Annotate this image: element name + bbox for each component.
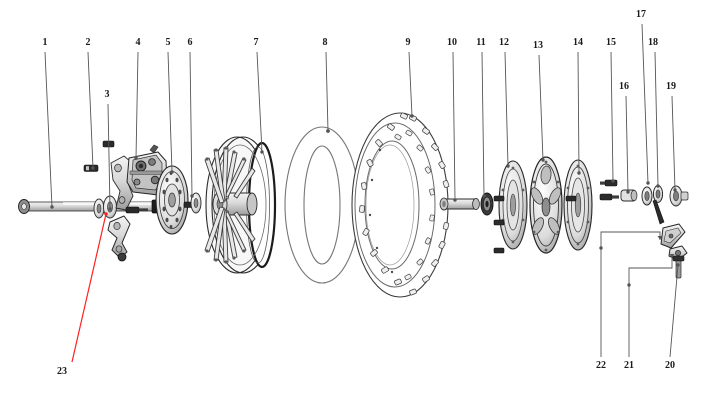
leader-line-10 [452, 51, 456, 201]
leader-dot-14 [577, 171, 581, 175]
leader-dot-16 [626, 190, 630, 194]
callout-label-16[interactable]: 16 [619, 81, 629, 92]
leader-dot-20 [676, 263, 680, 267]
callout-label-12[interactable]: 12 [499, 37, 509, 48]
part-front-wheel-rim [204, 136, 277, 274]
part-adjuster-bolt [672, 255, 685, 279]
callout-label-15[interactable]: 15 [606, 37, 616, 48]
callout-label-9[interactable]: 9 [405, 37, 411, 48]
leader-line-1 [44, 51, 53, 208]
leader-dot-3 [108, 207, 112, 211]
callout-label-20[interactable]: 20 [665, 360, 675, 371]
leader-line-7 [256, 51, 263, 153]
callout-label-5[interactable]: 5 [165, 37, 171, 48]
part-driven-sprocket [563, 159, 593, 251]
part-wheel-bearing [480, 192, 494, 216]
part-axle-washer [620, 189, 638, 202]
part-wheel-hub-spoke-plate [529, 156, 563, 254]
leader-line-16 [625, 95, 629, 193]
callout-label-8[interactable]: 8 [322, 37, 328, 48]
callout-label-13[interactable]: 13 [533, 40, 543, 51]
leader-line-18 [654, 51, 659, 187]
part-wheel-bearing-spacer [190, 192, 202, 214]
leader-dot-15 [611, 179, 615, 183]
part-disc-bolt-set [493, 195, 577, 254]
leader-line-12 [504, 51, 509, 167]
leader-dot-6 [190, 194, 194, 198]
leader-dot-19 [673, 188, 677, 192]
part-caliper-mount-washer [83, 164, 99, 172]
callout-label-22[interactable]: 22 [596, 360, 606, 371]
leader-line-20 [669, 264, 679, 358]
leader-dot-1 [50, 205, 54, 209]
leader-line-4 [135, 51, 139, 159]
callout-label-21[interactable]: 21 [624, 360, 634, 371]
callout-label-11[interactable]: 11 [476, 37, 486, 48]
leader-line-6 [189, 51, 193, 197]
leader-22-arrowhead [657, 236, 663, 240]
callout-label-4[interactable]: 4 [135, 37, 141, 48]
leader-line-17 [641, 23, 649, 184]
part-brake-disc-rotor [155, 165, 196, 235]
part-sprocket-nut [599, 193, 619, 201]
callout-label-6[interactable]: 6 [187, 37, 193, 48]
part-brake-torque-arm [107, 215, 131, 262]
part-sleeve-nut-right [669, 185, 689, 207]
leader-line-5 [167, 51, 173, 173]
leader-line-15 [610, 51, 614, 182]
part-adjuster-bracket [660, 223, 686, 249]
leader-line-8 [325, 51, 329, 132]
part-axle-nut [641, 186, 653, 206]
callout-label-3[interactable]: 3 [104, 89, 110, 100]
leader-dot-11 [482, 194, 486, 198]
leader-dot-17 [646, 181, 650, 185]
leader-line-13 [538, 54, 544, 161]
leader-dot-5 [170, 170, 174, 174]
leader-21 [628, 258, 673, 285]
leader-dot-9 [410, 114, 414, 118]
leader-lines [44, 23, 680, 363]
leader-dot-13 [541, 158, 545, 162]
part-inner-tube [284, 126, 360, 284]
leader-line-19 [671, 95, 676, 191]
leader-dot-12 [506, 164, 510, 168]
leader-line-14 [577, 51, 580, 174]
part-cotter-pin [652, 185, 665, 225]
callout-label-18[interactable]: 18 [648, 37, 658, 48]
leader-21-arrowhead [669, 254, 675, 258]
leader-line-2 [87, 51, 94, 169]
leader-dot-7 [260, 150, 264, 154]
leader-line-9 [408, 51, 413, 117]
callout-label-10[interactable]: 10 [447, 37, 457, 48]
part-hub-cover-plate [498, 160, 528, 250]
leader-dot-18 [656, 184, 660, 188]
leader-line-11 [481, 51, 485, 197]
leader-line-23 [71, 213, 107, 363]
leader-line-3 [107, 103, 111, 210]
leader-dot-8 [326, 129, 330, 133]
part-brake-caliper-assembly [110, 144, 168, 214]
leader-dot-4 [134, 156, 138, 160]
part-knobby-tire [351, 112, 451, 298]
part-axle-sleeve-spacer [439, 197, 480, 211]
leader-dot-10 [453, 198, 457, 202]
callout-label-19[interactable]: 19 [666, 81, 676, 92]
elbow-leader-lines [600, 231, 675, 285]
leader-dot-2 [91, 166, 95, 170]
callout-label-7[interactable]: 7 [253, 37, 259, 48]
callout-label-1[interactable]: 1 [42, 37, 48, 48]
callout-label-23[interactable]: 23 [57, 366, 67, 377]
leader-dot-23 [104, 212, 108, 216]
leader-22 [600, 231, 661, 248]
callout-label-14[interactable]: 14 [573, 37, 583, 48]
callout-label-17[interactable]: 17 [636, 9, 646, 20]
callout-label-2[interactable]: 2 [85, 37, 91, 48]
